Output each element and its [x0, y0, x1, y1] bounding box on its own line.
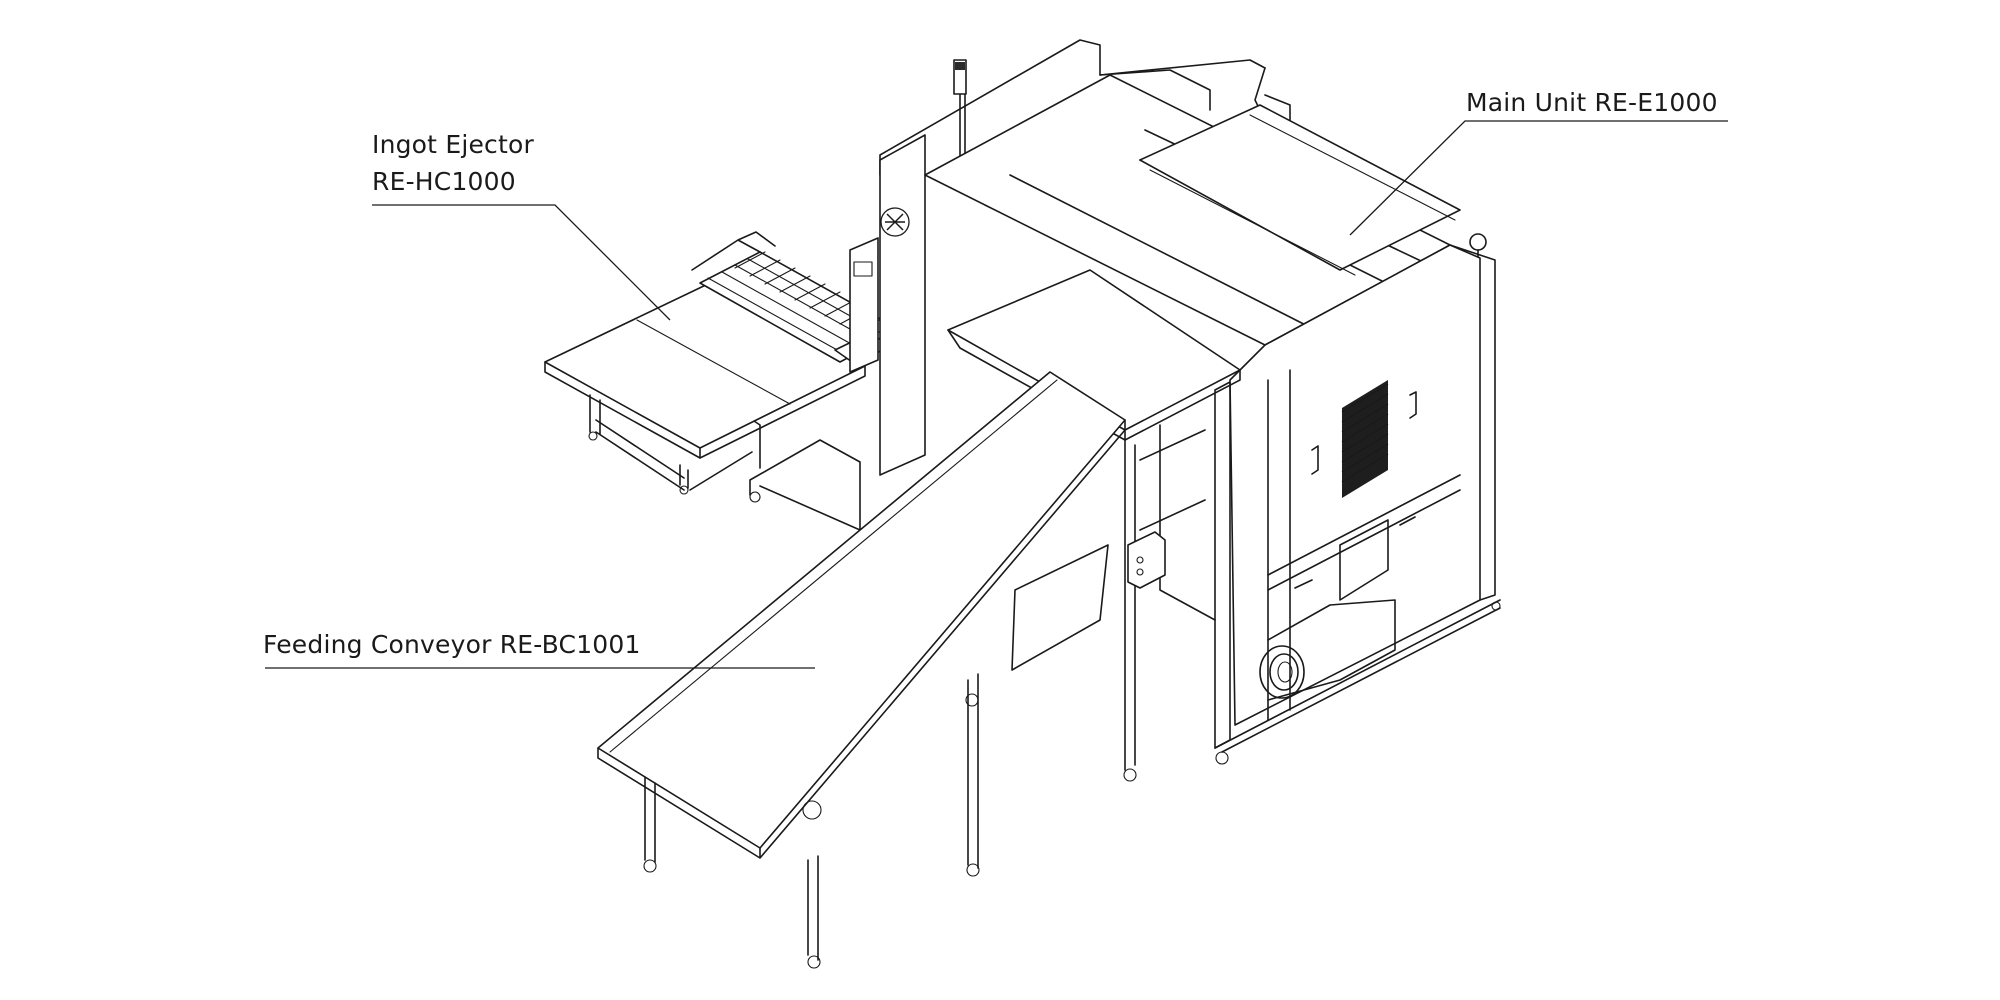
main-unit-drawing — [879, 39, 1501, 782]
main-unit-leader — [1349, 120, 1728, 236]
main-vent-icon — [1341, 380, 1389, 498]
feeding-conveyor-callout: Feeding Conveyor RE-BC1001 — [263, 626, 641, 663]
ingot-ejector-callout: Ingot Ejector RE-HC1000 — [372, 126, 534, 200]
main-unit-callout: Main Unit RE-E1000 — [1466, 84, 1718, 121]
main-unit-label: Main Unit RE-E1000 — [1466, 88, 1718, 117]
left-vent-icon — [880, 207, 910, 237]
signal-tower-icon — [953, 59, 967, 166]
ingot-ejector-drawing — [544, 231, 901, 531]
ingot-ejector-label: Ingot Ejector — [372, 130, 534, 159]
control-box-icon — [1127, 531, 1166, 589]
round-port-icon — [1259, 645, 1305, 699]
ingot-ejector-leader — [372, 204, 671, 321]
feeding-conveyor-label: Feeding Conveyor RE-BC1001 — [263, 630, 641, 659]
feeding-conveyor-drawing — [597, 371, 1126, 969]
ingot-ejector-model: RE-HC1000 — [372, 167, 516, 196]
